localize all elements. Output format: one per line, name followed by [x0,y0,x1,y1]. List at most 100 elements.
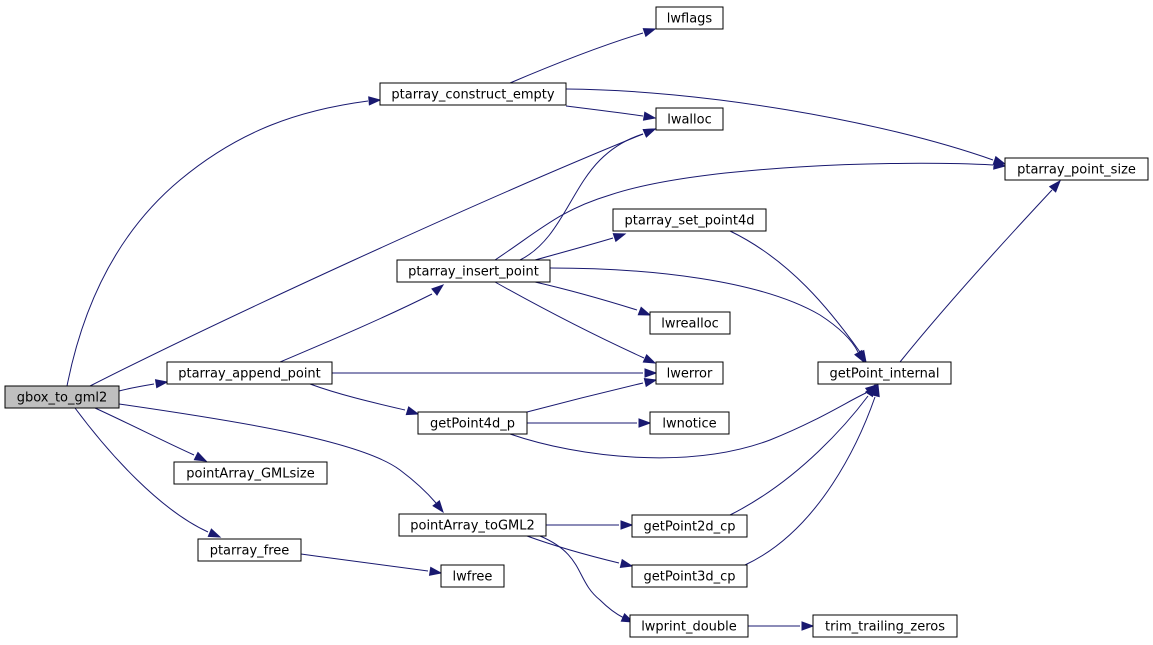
node-label: getPoint4d_p [430,417,515,432]
node-box[interactable] [1004,157,1149,181]
node-box[interactable] [379,82,567,106]
edge-arrowhead [428,566,443,576]
node-box[interactable] [396,259,551,283]
edge-line [509,392,867,459]
edge-line [74,407,209,533]
edge-arrowhead [368,96,382,106]
node-label: lwprint_double [641,620,737,635]
node-getPoint_internal[interactable]: getPoint_internal [817,361,952,385]
edge-line [300,553,429,572]
node-ptarray_insert_point[interactable]: ptarray_insert_point [396,259,551,283]
edge-gbox_to_gml2-to-lwalloc [89,128,657,387]
edge-line [494,162,994,261]
node-label: getPoint3d_cp [643,570,735,585]
edge-ptarray_construct_empty-to-lwalloc [565,105,657,121]
node-trim_trailing_zeros[interactable]: trim_trailing_zeros [812,614,958,638]
node-box[interactable] [166,361,333,385]
node-box[interactable] [417,411,528,435]
edge-ptarray_append_point-to-lwerror [332,368,658,378]
edge-gbox_to_gml2-to-ptarray_free [74,407,222,538]
edge-ptarray_construct_empty-to-ptarray_point_size [565,88,1007,165]
nodes-layer: gbox_to_gml2 ptarray_construct_empty lwfla… [4,6,1149,638]
edge-ptarray_insert_point-to-ptarray_set_point4d [534,233,627,261]
node-getPoint3d_cp[interactable]: getPoint3d_cp [631,564,748,588]
edge-pointArray_toGML2-to-lwprint_double [539,535,635,623]
node-label: getPoint_internal [829,367,939,382]
node-box[interactable] [812,614,958,638]
node-getPoint4d_p[interactable]: getPoint4d_p [417,411,528,435]
node-label: ptarray_construct_empty [391,88,554,103]
edge-line [899,189,1053,363]
node-lwnotice[interactable]: lwnotice [649,411,730,435]
node-pointArray_toGML2[interactable]: pointArray_toGML2 [398,513,547,537]
node-label: ptarray_insert_point [408,265,539,280]
edge-line [494,281,645,359]
node-box[interactable] [4,385,120,409]
node-label: lwalloc [667,113,712,128]
edge-line [118,383,155,392]
node-label: ptarray_set_point4d [625,214,755,229]
edge-getPoint4d_p-to-lwnotice [527,418,652,428]
node-box[interactable] [655,6,724,30]
edge-ptarray_insert_point-to-lwalloc [519,128,657,261]
node-box[interactable] [649,411,730,435]
node-label: lwrealloc [661,317,719,332]
node-lwrealloc[interactable]: lwrealloc [649,311,731,335]
node-ptarray_append_point[interactable]: ptarray_append_point [166,361,333,385]
node-box[interactable] [398,513,547,537]
edge-line [729,230,861,353]
node-box[interactable] [631,564,748,588]
edge-ptarray_free-to-lwfree [300,553,443,576]
node-label: lwerror [667,367,713,382]
node-label: gbox_to_gml2 [17,391,108,406]
edge-arrowhead [431,284,445,296]
edge-arrowhead [642,128,657,138]
edge-gbox_to_gml2-to-ptarray_construct_empty [66,96,382,387]
edge-getPoint2d_cp-to-getPoint_internal [729,383,876,516]
node-label: lwfree [453,570,493,585]
edge-lwprint_double-to-trim_trailing_zeros [748,621,815,631]
node-lwflags[interactable]: lwflags [655,6,724,30]
edge-line [526,535,620,564]
node-lwalloc[interactable]: lwalloc [655,107,724,131]
node-label: pointArray_toGML2 [410,519,535,534]
edge-gbox_to_gml2-to-pointArray_GMLsize [94,407,208,462]
edge-arrowhead [154,379,169,389]
node-box[interactable] [817,361,952,385]
node-box[interactable] [440,564,505,588]
edge-arrowhead [193,451,208,462]
node-pointArray_GMLsize[interactable]: pointArray_GMLsize [173,461,328,485]
node-box[interactable] [655,361,724,385]
node-label: lwflags [667,12,713,27]
edge-arrowhead [642,28,657,38]
node-box[interactable] [631,514,748,538]
node-ptarray_point_size[interactable]: ptarray_point_size [1004,157,1149,181]
node-lwerror[interactable]: lwerror [655,361,724,385]
edge-arrowhead [801,621,815,631]
node-box[interactable] [649,311,731,335]
edge-line [118,403,437,504]
edge-line [539,535,625,619]
edge-line [89,133,644,387]
node-gbox_to_gml2[interactable]: gbox_to_gml2 [4,385,120,409]
node-lwfree[interactable]: lwfree [440,564,505,588]
edge-ptarray_set_point4d-to-getPoint_internal [729,230,867,364]
edge-ptarray_insert_point-to-lwrealloc [534,281,652,316]
node-box[interactable] [629,614,749,638]
node-box[interactable] [197,538,302,562]
edge-arrowhead [870,383,880,398]
edge-ptarray_append_point-to-getPoint4d_p [309,383,420,416]
node-getPoint2d_cp[interactable]: getPoint2d_cp [631,514,748,538]
edge-arrowhead [643,377,658,388]
edge-line [66,100,369,387]
node-ptarray_construct_empty[interactable]: ptarray_construct_empty [379,82,567,106]
edge-arrowhead [637,306,652,316]
node-ptarray_free[interactable]: ptarray_free [197,538,302,562]
node-lwprint_double[interactable]: lwprint_double [629,614,749,638]
edge-line [565,105,644,117]
node-box[interactable] [173,461,328,485]
node-box[interactable] [655,107,724,131]
edge-getPoint4d_p-to-lwerror [526,377,658,413]
node-ptarray_set_point4d[interactable]: ptarray_set_point4d [612,208,767,232]
node-box[interactable] [612,208,767,232]
